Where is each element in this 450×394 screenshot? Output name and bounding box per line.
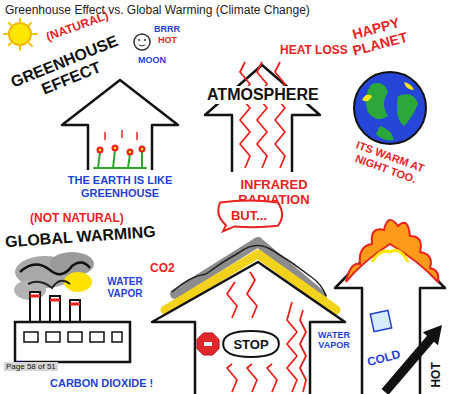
factory-drawing — [14, 252, 130, 362]
sun-drawing — [4, 19, 37, 50]
atmosphere-house — [205, 62, 320, 172]
planet-heading: HAPPY PLANET — [342, 12, 414, 60]
page-title: Greenhouse Effect vs. Global Warming (Cl… — [5, 3, 310, 17]
hot-cold-house — [335, 220, 445, 394]
stop-oval: STOP — [222, 330, 280, 358]
vapor-label: WATER VAPOR — [314, 330, 354, 351]
co2-name-label: CARBON DIOXIDE ! — [50, 377, 153, 390]
atmosphere-label: ATMOSPHERE — [205, 86, 321, 104]
cold-label: COLD — [366, 348, 402, 370]
node-text: BUT... — [231, 208, 267, 223]
co2-label: CO2 — [150, 262, 175, 276]
page-counter: Page 58 of 51 — [4, 362, 58, 371]
greenhouse-house — [62, 80, 178, 170]
hot-label: HOT — [430, 362, 444, 387]
hot-note: HOT — [158, 35, 177, 45]
speech-bubble: BUT... — [213, 200, 285, 230]
not-natural-note: (NOT NATURAL) — [30, 212, 124, 226]
vapor-label: WATER VAPOR — [100, 276, 150, 299]
moon-label: MOON — [138, 55, 166, 65]
greenhouse-note: THE EARTH IS LIKE GREENHOUSE — [60, 174, 180, 199]
cold-note: BRRR — [154, 24, 180, 34]
global-warming-house — [152, 242, 345, 394]
heat-loss-label: HEAT LOSS — [280, 44, 348, 58]
node-text: STOP — [233, 337, 268, 352]
earth-globe — [354, 72, 426, 144]
warming-heading: GLOBAL WARMING — [5, 223, 157, 252]
moon-drawing — [134, 34, 150, 50]
